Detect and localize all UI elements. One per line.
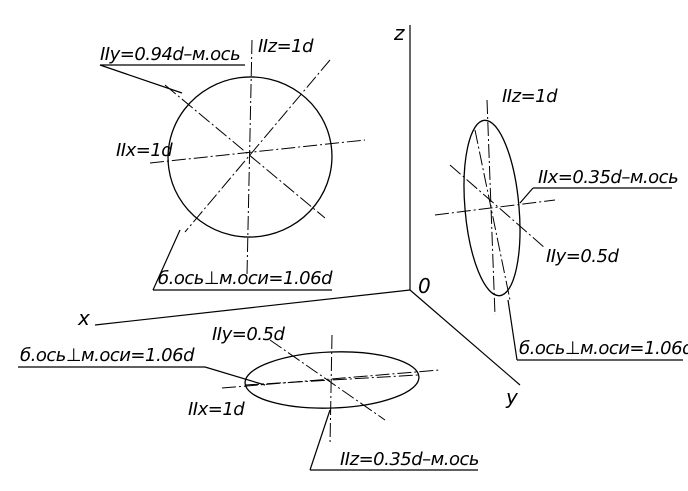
side-major-axis xyxy=(474,129,511,301)
front-y-label: IIy=0.94d–м.ось xyxy=(100,44,240,65)
top-minor-label: б.ось⊥м.оси=1.06d xyxy=(20,345,195,366)
side-y-label: IIy=0.5d xyxy=(546,246,619,267)
front-ellipse-group: IIy=0.94d–м.ось IIz=1d IIx=1d б.ось⊥м.ос… xyxy=(99,36,366,291)
side-z-label: IIz=1d xyxy=(502,86,558,107)
front-y-leader xyxy=(99,64,183,94)
front-major-axis xyxy=(184,59,331,233)
front-ellipse xyxy=(167,76,333,238)
top-x-centerline xyxy=(221,369,441,389)
front-minor-leader xyxy=(152,229,181,291)
side-x-centerline xyxy=(434,199,556,216)
side-z-centerline xyxy=(486,99,496,316)
side-x-label: IIx=0.35d–м.ось xyxy=(538,167,678,188)
top-major-axis xyxy=(244,374,419,386)
origin-label: 0 xyxy=(418,274,431,298)
side-ellipse-group: IIz=1d IIx=0.35d–м.ось IIy=0.5d б.ось⊥м.… xyxy=(434,86,688,361)
top-ellipse-group: IIy=0.5d б.ось⊥м.оси=1.06d IIx=1d IIz=0.… xyxy=(18,324,479,471)
z-axis-label: z xyxy=(393,21,405,45)
front-x-label: IIx=1d xyxy=(116,140,173,161)
top-x-label: IIx=1d xyxy=(188,399,245,420)
side-minor-label: б.ось⊥м.оси=1.06d xyxy=(519,338,688,359)
front-z-label: IIz=1d xyxy=(258,36,314,57)
y-axis xyxy=(409,289,521,386)
top-minor-leader xyxy=(204,366,266,386)
front-z-centerline xyxy=(246,39,253,276)
top-y-label: IIy=0.5d xyxy=(212,324,285,345)
front-x-centerline xyxy=(149,139,366,164)
front-y-centerline xyxy=(164,84,326,219)
top-z-centerline xyxy=(329,334,333,446)
side-ellipse xyxy=(463,119,521,297)
coordinate-axes: z x y 0 xyxy=(77,21,521,409)
side-minor-leader xyxy=(507,299,518,361)
front-minor-label: б.ось⊥м.оси=1.06d xyxy=(158,268,333,289)
top-z-leader xyxy=(309,409,331,471)
top-z-label: IIz=0.35d–м.ось xyxy=(340,449,479,470)
y-axis-label: y xyxy=(505,385,519,409)
side-x-leader xyxy=(519,187,534,204)
top-ellipse xyxy=(244,351,420,409)
x-axis-label: x xyxy=(77,306,90,330)
x-axis xyxy=(94,289,411,326)
top-y-centerline xyxy=(269,339,386,421)
side-y-centerline xyxy=(449,164,546,249)
